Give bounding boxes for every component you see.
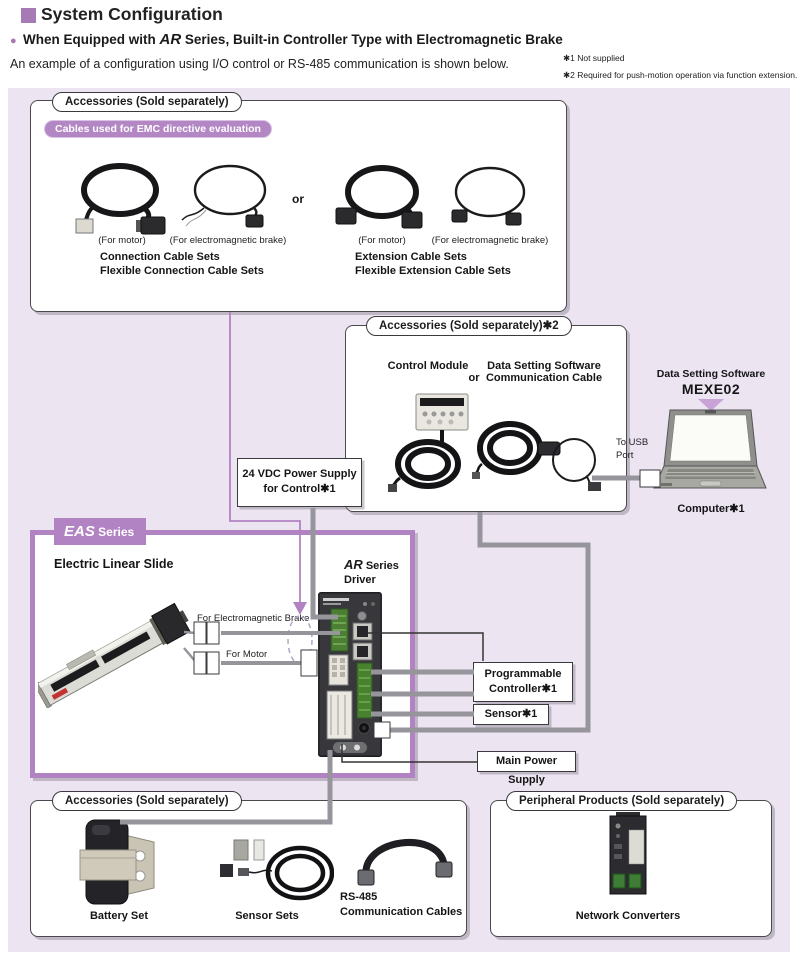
control-module-label: Control Module: [387, 360, 469, 372]
communication-cable-illustration: [472, 408, 602, 496]
data-setting-software-label: Data Setting Software: [656, 368, 766, 380]
connection-cable-sets-label: Connection Cable Sets Flexible Connectio…: [100, 250, 264, 278]
connection-sets-line1: Connection Cable Sets: [100, 251, 220, 263]
page-title: System Configuration: [41, 4, 223, 24]
subtitle-prefix: When Equipped with: [23, 32, 160, 47]
electric-linear-slide-label: Electric Linear Slide: [54, 557, 174, 571]
extension-cable-sets-label: Extension Cable Sets Flexible Extension …: [355, 250, 511, 278]
dc-power-line1: 24 VDC Power Supply: [242, 468, 357, 480]
rs485-label-line2: Communication Cables: [340, 906, 463, 918]
plc-line1: Programmable: [484, 668, 562, 680]
mexe02-logo: MEXE02: [681, 381, 741, 397]
subtitle-series-logo: AR: [159, 31, 182, 48]
note-1: ✱1 Not supplied: [563, 53, 625, 63]
subtitle-suffix: Series, Built-in Controller Type with El…: [181, 32, 563, 47]
comm-cable-label-line2: Communication Cable: [485, 372, 603, 384]
rs485-label-line1: RS-485: [340, 891, 378, 903]
dc-power-supply-box: 24 VDC Power Supply for Control✱1: [237, 458, 362, 507]
driver-name-line2: Driver: [344, 574, 376, 586]
network-converter-illustration: [596, 812, 660, 904]
battery-set-illustration: [78, 818, 162, 906]
extension-cable-motor-illustration: [332, 160, 432, 240]
plc-line2: Controller✱1: [489, 683, 557, 695]
dc-power-line2: for Control✱1: [263, 483, 336, 495]
eas-tab-bold: EAS: [64, 523, 95, 540]
eas-tab-rest: Series: [94, 525, 135, 539]
connection-sets-line2: Flexible Connection Cable Sets: [100, 265, 264, 277]
tab-bottom-accessories: Accessories (Sold separately): [52, 791, 242, 811]
battery-set-label: Battery Set: [89, 910, 149, 922]
section-marker-icon: [21, 8, 36, 23]
extension-sets-line2: Flexible Extension Cable Sets: [355, 265, 511, 277]
down-arrow-icon: [698, 399, 724, 411]
control-module-illustration: [388, 392, 483, 497]
usb-label-line1: To USB: [616, 437, 649, 448]
control-or-label: or: [468, 372, 480, 384]
note-2: ✱2 Required for push-motion operation vi…: [563, 70, 798, 80]
comm-cable-label: Data Setting Software Communication Cabl…: [483, 360, 605, 384]
driver-name-rest: Series: [362, 560, 399, 572]
emc-cables-badge: Cables used for EMC directive evaluation: [44, 120, 272, 138]
bullet-icon: ●: [10, 35, 17, 47]
guide-arrowhead-icon: [293, 602, 307, 615]
extension-sets-line1: Extension Cable Sets: [355, 251, 467, 263]
main-power-supply-box: Main Power Supply: [477, 751, 576, 786]
tab-control-accessories: Accessories (Sold separately)✱2: [366, 316, 572, 336]
description-text: An example of a configuration using I/O …: [10, 57, 509, 71]
caption-for-brake-1: (For electromagnetic brake): [169, 235, 287, 246]
sensor-sets-illustration: [202, 838, 335, 902]
rs485-cable-illustration: [352, 826, 456, 888]
for-motor-label: For Motor: [226, 649, 268, 660]
page-subtitle: When Equipped with AR Series, Built-in C…: [23, 31, 563, 48]
tab-cables-accessories: Accessories (Sold separately): [52, 92, 242, 112]
linear-slide-illustration: [33, 596, 203, 709]
comm-cable-label-line1: Data Setting Software: [487, 360, 601, 372]
connection-cable-brake-illustration: [180, 160, 280, 240]
usb-label-line2: Port: [616, 450, 634, 461]
driver-name-bold: AR: [344, 557, 363, 572]
caption-for-motor-2: (For motor): [358, 235, 406, 246]
driver-name-label: AR Series Driver: [344, 556, 399, 586]
programmable-controller-box: Programmable Controller✱1: [473, 662, 573, 702]
computer-illustration: [652, 408, 768, 502]
caption-for-motor-1: (For motor): [98, 235, 146, 246]
extension-cable-brake-illustration: [440, 160, 540, 240]
connection-cable-motor-illustration: [72, 160, 172, 240]
tab-peripheral-products: Peripheral Products (Sold separately): [506, 791, 738, 811]
caption-for-brake-2: (For electromagnetic brake): [431, 235, 549, 246]
sensor-sets-label: Sensor Sets: [235, 910, 299, 922]
eas-series-tab: EAS Series: [54, 518, 147, 545]
sensor-box: Sensor✱1: [473, 704, 549, 725]
for-brake-label: For Electromagnetic Brake: [197, 613, 310, 624]
cables-or-label: or: [292, 192, 304, 206]
computer-label: Computer✱1: [677, 503, 745, 515]
network-converters-label: Network Converters: [575, 910, 681, 922]
